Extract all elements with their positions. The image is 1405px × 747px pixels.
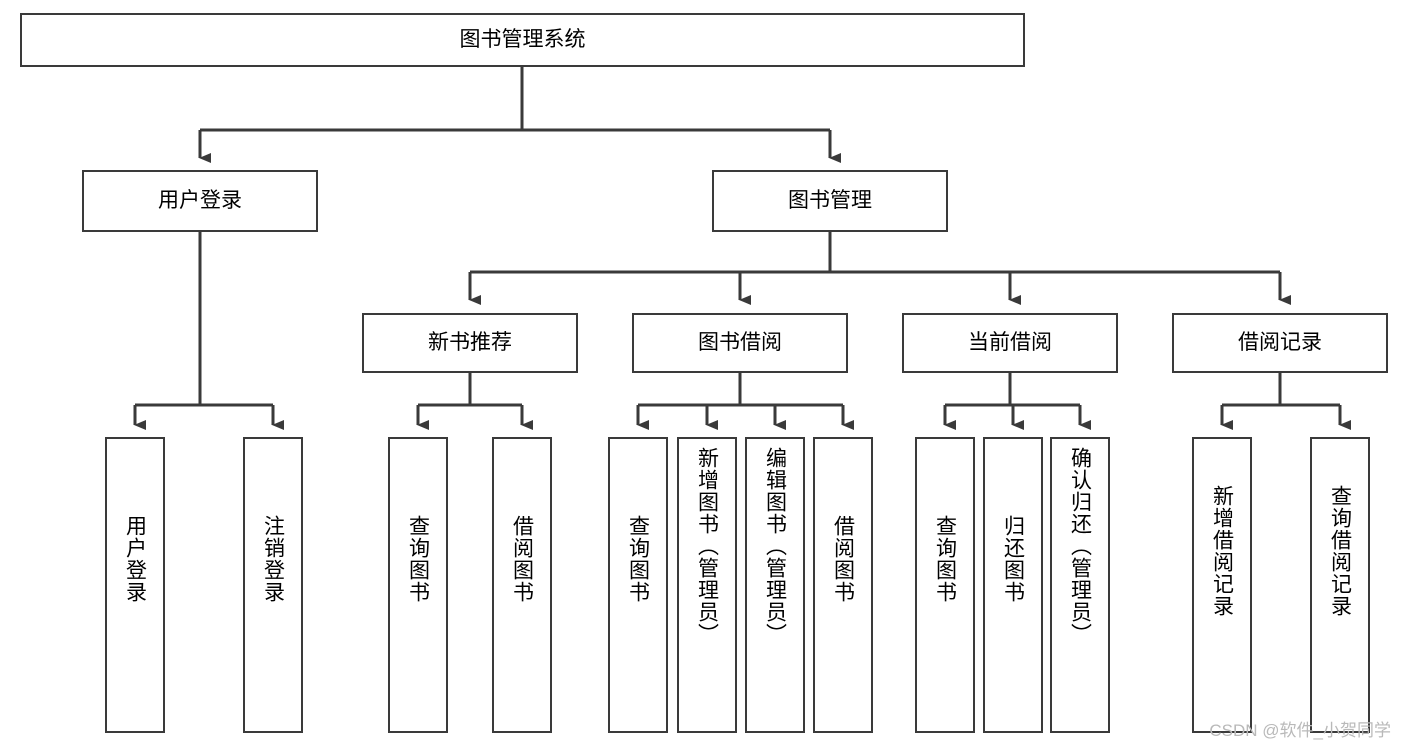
node-label: 借阅图书 [510,515,534,603]
node-borrow-record[interactable]: 借阅记录 [1172,313,1388,373]
node-label: 借阅记录 [1238,330,1322,354]
node-label: 查询图书 [406,515,430,603]
node-label: 归还图书 [1001,515,1025,603]
leaf-new-book-query-book[interactable]: 查询图书 [388,437,448,733]
node-label: 当前借阅 [968,330,1052,354]
leaf-book-borrow-borrow-book[interactable]: 借阅图书 [813,437,873,733]
node-label: 查询图书 [626,515,650,603]
node-new-book-recommend[interactable]: 新书推荐 [362,313,578,373]
node-label: 用户登录 [158,188,242,212]
node-book-borrow[interactable]: 图书借阅 [632,313,848,373]
node-label: 图书管理 [788,188,872,212]
csdn-watermark: CSDN @软件_小贺同学 [1209,721,1391,740]
node-label: 新书推荐 [428,330,512,354]
node-label: 编辑图书（管理员） [763,447,787,645]
leaf-book-borrow-add-book[interactable]: 新增图书（管理员） [677,437,737,733]
leaf-borrow-record-add-record[interactable]: 新增借阅记录 [1192,437,1252,733]
node-current-borrow[interactable]: 当前借阅 [902,313,1118,373]
node-label: 借阅图书 [831,515,855,603]
leaf-current-borrow-query-book[interactable]: 查询图书 [915,437,975,733]
node-label: 新增图书（管理员） [695,447,719,645]
node-label: 确认归还（管理员） [1068,447,1092,645]
leaf-current-borrow-return-book[interactable]: 归还图书 [983,437,1043,733]
node-label: 查询图书 [933,515,957,603]
node-label: 注销登录 [261,515,285,603]
node-label: 查询借阅记录 [1328,485,1352,617]
node-label: 图书管理系统 [459,27,586,51]
leaf-user-login-login[interactable]: 用户登录 [105,437,165,733]
node-book-management[interactable]: 图书管理 [712,170,948,232]
leaf-book-borrow-query-book[interactable]: 查询图书 [608,437,668,733]
node-label: 用户登录 [123,515,147,603]
node-root-system[interactable]: 图书管理系统 [20,13,1025,67]
leaf-current-borrow-confirm-return[interactable]: 确认归还（管理员） [1050,437,1110,733]
node-label: 新增借阅记录 [1210,485,1234,617]
leaf-book-borrow-edit-book[interactable]: 编辑图书（管理员） [745,437,805,733]
leaf-borrow-record-query-record[interactable]: 查询借阅记录 [1310,437,1370,733]
node-user-login[interactable]: 用户登录 [82,170,318,232]
node-label: 图书借阅 [698,330,782,354]
leaf-user-login-logout[interactable]: 注销登录 [243,437,303,733]
leaf-new-book-borrow-book[interactable]: 借阅图书 [492,437,552,733]
